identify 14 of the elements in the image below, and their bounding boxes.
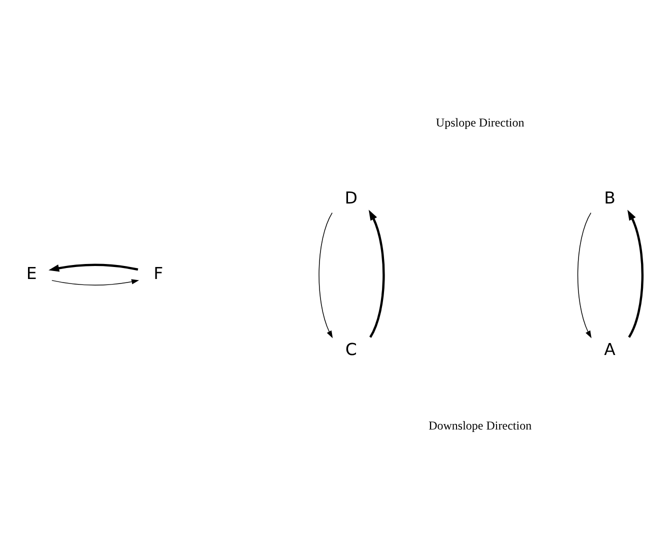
arrow bbox=[368, 210, 385, 338]
label: Downslope Direction bbox=[428, 418, 532, 432]
node-text: C bbox=[345, 340, 357, 359]
arrow bbox=[52, 279, 140, 286]
arrow bbox=[577, 212, 592, 338]
arrow bbox=[318, 212, 333, 338]
node-text: F bbox=[154, 264, 164, 284]
node-text: D bbox=[344, 188, 358, 208]
node-text: E bbox=[26, 264, 37, 284]
node-text: B bbox=[604, 188, 616, 208]
arrow bbox=[627, 210, 644, 338]
label: Upslope Direction bbox=[436, 115, 524, 130]
arrow bbox=[48, 264, 138, 272]
node-text: A bbox=[604, 340, 616, 359]
